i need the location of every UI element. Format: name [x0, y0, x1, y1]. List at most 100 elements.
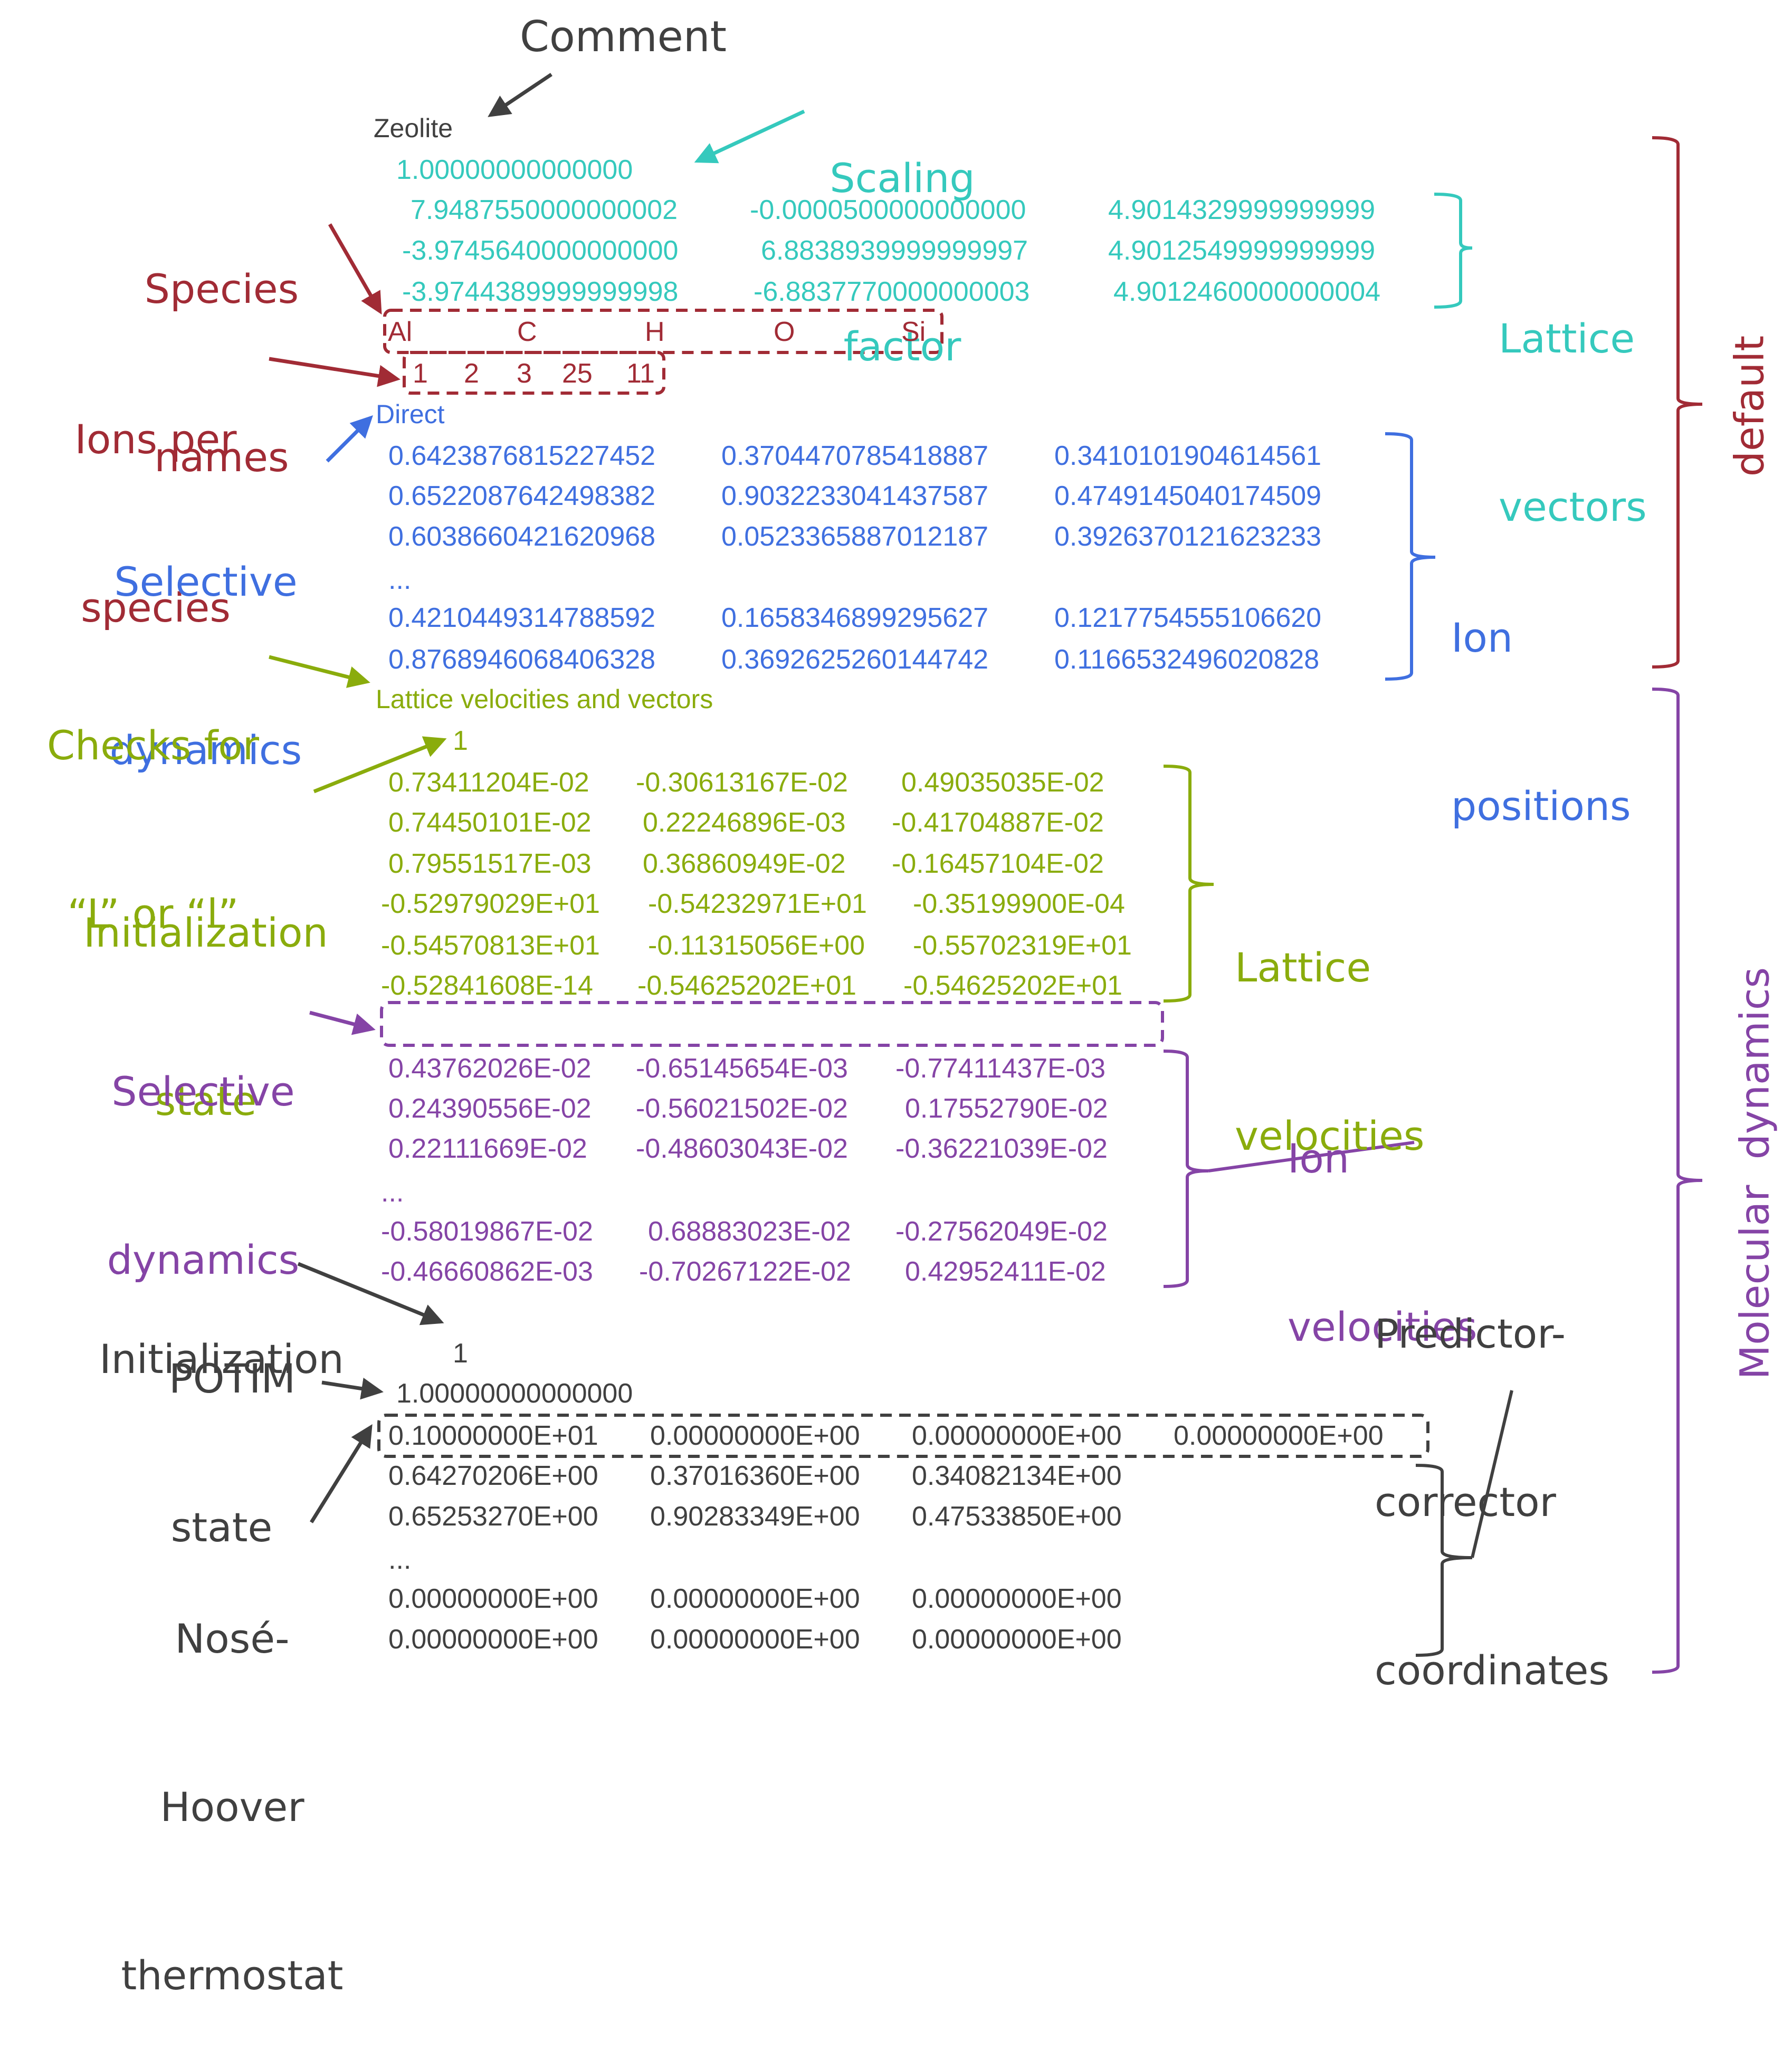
ions-per-species-box: [403, 351, 665, 395]
nose-hoover-value: 0.00000000E+00: [650, 1420, 860, 1451]
ion-count: 25: [562, 358, 593, 389]
ion-position-cell: 0.1658346899295627: [721, 603, 989, 633]
ion-position-cell: 0.8768946068406328: [388, 644, 656, 675]
lattice-velocity-cell: 0.22246896E-03: [643, 807, 846, 838]
species-name: Al: [388, 317, 413, 347]
ion-velocity-cell: -0.65145654E-03: [636, 1053, 848, 1084]
label-ions-per-species-line1: Ions per: [74, 415, 237, 463]
ion-velocity-cell: -0.70267122E-02: [639, 1256, 851, 1287]
scaling-factor-arrow: [694, 109, 805, 164]
molecular-dynamics-brace: [1652, 688, 1703, 1674]
poscar-comment-line: Zeolite: [374, 113, 453, 143]
label-ion-positions-line2: positions: [1451, 782, 1631, 829]
nose-hoover-value: 0.00000000E+00: [1174, 1420, 1384, 1451]
predictor-corrector-cell: 0.00000000E+00: [912, 1584, 1122, 1614]
label-lattice-vectors-line2: vectors: [1499, 483, 1647, 530]
selective-dynamics-arrow-1: [326, 415, 373, 463]
lattice-velocity-cell: -0.35199900E-04: [913, 889, 1125, 919]
ion-velocity-cell: -0.27562049E-02: [895, 1216, 1108, 1247]
label-predictor-corrector: Predictor- corrector coordinates: [1375, 1194, 1609, 1755]
ion-count: 3: [517, 358, 532, 389]
predictor-corrector-cell: 0.90283349E+00: [650, 1501, 860, 1532]
species-name: C: [517, 317, 537, 347]
ion-velocity-cell: -0.46660862E-03: [381, 1256, 593, 1287]
poscar-coordinate-mode: Direct: [376, 399, 445, 429]
label-checks-for-line1: Checks for: [46, 721, 260, 769]
predictor-corrector-cell: 0.00000000E+00: [650, 1624, 860, 1655]
ion-position-cell: 0.1166532496020828: [1054, 644, 1320, 675]
ion-velocity-cell: -0.58019867E-02: [381, 1216, 593, 1247]
ion-position-cell: 0.6038660421620968: [388, 521, 656, 552]
lattice-vector-cell: 4.9012549999999999: [1108, 235, 1376, 266]
label-potim: POTIM: [168, 1355, 296, 1402]
label-ion-velocities: Ion velocities: [1288, 1018, 1478, 1412]
label-initialization-state-2-line2: state: [170, 1503, 273, 1551]
label-selective-dynamics-1-line2: dynamics: [109, 726, 302, 774]
ion-count: 11: [626, 358, 655, 389]
label-checks-for-line2: “L” or “l”: [67, 890, 239, 937]
lattice-vector-cell: -3.9744389999999998: [402, 276, 679, 307]
label-scaling-factor-line2: factor: [843, 322, 961, 370]
lattice-velocity-cell: -0.30613167E-02: [636, 767, 848, 798]
label-initialization-state-1-line1: Initialization: [83, 909, 328, 956]
lattice-velocity-cell: -0.52979029E+01: [381, 889, 600, 919]
ion-velocity-cell: -0.77411437E-03: [895, 1053, 1106, 1084]
comment-arrow: [488, 73, 552, 117]
label-scaling-factor: Scaling factor: [813, 38, 992, 431]
poscar-lattice-velocities-header: Lattice velocities and vectors: [376, 684, 713, 714]
label-comment: Comment: [520, 12, 727, 61]
lattice-velocity-cell: -0.54570813E+01: [381, 930, 600, 961]
lattice-velocity-cell: 0.74450101E-02: [388, 807, 592, 838]
species-name: H: [645, 317, 665, 347]
label-checks-for: Checks for “L” or “l”: [37, 605, 269, 998]
label-default: default: [1726, 335, 1773, 477]
label-predictor-corrector-line1: Predictor-: [1375, 1310, 1566, 1357]
lattice-velocities-brace: [1163, 765, 1214, 1003]
ion-position-cell: 0.4749145040174509: [1054, 481, 1322, 511]
lattice-velocity-cell: -0.54232971E+01: [648, 889, 867, 919]
ion-position-cell: 0.3692625260144742: [721, 644, 989, 675]
ion-velocity-cell: 0.24390556E-02: [388, 1093, 592, 1124]
ion-velocity-cell: 0.68883023E-02: [648, 1216, 851, 1247]
ion-position-cell: 0.1217754555106620: [1054, 603, 1322, 633]
ion-position-cell: 0.0523365887012187: [721, 521, 989, 552]
ion-velocity-cell: 0.43762026E-02: [388, 1053, 592, 1084]
lattice-vectors-brace: [1434, 193, 1473, 309]
ion-position-cell: 0.9032233041437587: [721, 481, 989, 511]
ion-velocity-cell: 0.42952411E-02: [905, 1256, 1106, 1287]
nose-hoover-value: 0.10000000E+01: [388, 1420, 598, 1451]
label-nose-hoover: Nosé- Hoover thermostat: [106, 1499, 359, 2060]
label-selective-dynamics-2-line1: Selective: [111, 1067, 295, 1115]
nose-hoover-value: 0.00000000E+00: [912, 1420, 1122, 1451]
label-lattice-velocities: Lattice velocities: [1235, 827, 1425, 1220]
lattice-velocity-cell: -0.52841608E-14: [381, 970, 593, 1001]
label-nose-hoover-line1: Nosé-: [175, 1615, 290, 1662]
label-lattice-velocities-line2: velocities: [1235, 1112, 1425, 1159]
ion-position-cell: 0.3704470785418887: [721, 441, 989, 471]
poscar-potim: 1.00000000000000: [396, 1378, 633, 1409]
lattice-velocity-cell: -0.54625202E+01: [637, 970, 856, 1001]
label-selective-dynamics-1: Selective dynamics: [95, 442, 317, 835]
predictor-corrector-cell: ...: [388, 1544, 412, 1575]
ion-position-cell: 0.6522087642498382: [388, 481, 656, 511]
species-names-arrow: [328, 223, 382, 315]
lattice-vector-cell: 4.9014329999999999: [1108, 195, 1376, 225]
lattice-vector-cell: 4.9012460000000004: [1113, 276, 1381, 307]
label-nose-hoover-line2: Hoover: [160, 1783, 304, 1830]
ion-count: 2: [464, 358, 479, 389]
label-initialization-state-1: Initialization state: [69, 793, 343, 1186]
label-predictor-corrector-line2: corrector: [1375, 1478, 1556, 1525]
ion-velocity-cell: -0.48603043E-02: [636, 1133, 848, 1164]
ion-position-cell: ...: [388, 565, 412, 595]
lattice-vector-cell: -0.0000500000000000: [750, 195, 1026, 225]
predictor-corrector-cell: 0.65253270E+00: [388, 1501, 598, 1532]
ion-position-cell: 0.4210449314788592: [388, 603, 656, 633]
ion-velocity-cell: -0.56021502E-02: [636, 1093, 848, 1124]
label-ion-positions: Ion positions: [1451, 498, 1631, 891]
label-ions-per-species: Ions per species: [58, 299, 253, 692]
lattice-vector-cell: 6.8838939999999997: [761, 235, 1028, 266]
lattice-velocity-cell: -0.16457104E-02: [892, 848, 1104, 879]
label-nose-hoover-line3: thermostat: [121, 1952, 344, 1999]
poscar-lattice-init-state: 1: [453, 726, 468, 756]
lattice-velocity-cell: 0.36860949E-02: [643, 848, 846, 879]
